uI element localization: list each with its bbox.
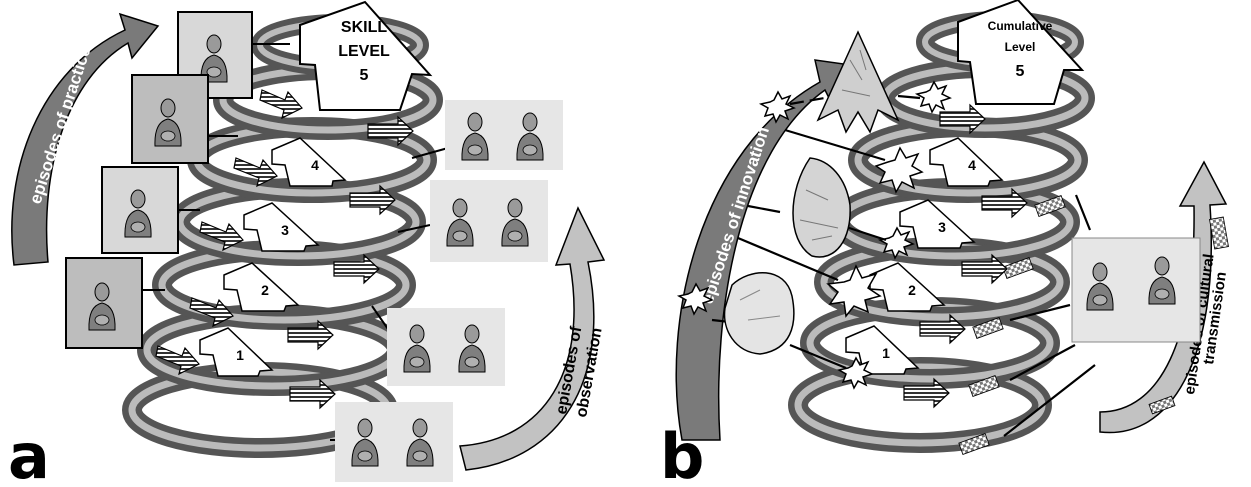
b-level-label-1: 1 (882, 345, 890, 361)
b-level-arrow-2: 2 (869, 262, 946, 312)
practitioner-portrait-3 (101, 166, 179, 254)
level-label-3: 3 (281, 222, 289, 238)
panel-b-connectors (711, 94, 1096, 437)
level-arrow-4: 4 (271, 137, 347, 187)
skill-arrow-line3: 5 (360, 67, 369, 84)
level-arrow-3: 3 (243, 202, 320, 252)
skill-arrow-line2: LEVEL (338, 43, 390, 60)
b-level-arrow-3: 3 (899, 199, 976, 249)
cumulative-arrow-line1: Cumulative (988, 19, 1053, 33)
b-level-label-4: 4 (968, 157, 976, 173)
transmission-image (1071, 237, 1201, 343)
handaxe-tool-image (792, 157, 851, 258)
cumulative-arrow-line2: Level (1005, 40, 1036, 54)
level-arrow-2: 2 (223, 262, 300, 312)
observer-pair-2 (430, 180, 548, 262)
skill-level-arrow: SKILL LEVEL 5 (299, 0, 433, 111)
b-level-arrow-4: 4 (929, 137, 1004, 187)
chopper-tool-image (723, 272, 795, 355)
level-arrow-1: 1 (199, 327, 274, 377)
panel-a: episodes of practice episodes of observa… (8, 0, 606, 487)
arrowhead-tool-image (816, 30, 900, 134)
b-level-label-3: 3 (938, 219, 946, 235)
practice-step-arrows (155, 89, 414, 410)
b-level-arrow-1: 1 (845, 325, 920, 375)
panel-b: episodes of innovation episodes of cultu… (660, 0, 1230, 487)
level-label-4: 4 (311, 157, 319, 173)
observer-pair-4 (335, 402, 453, 482)
cumulative-level-arrow: Cumulative Level 5 (957, 0, 1085, 105)
panel-b-letter: b (660, 420, 704, 487)
observer-pair-3 (387, 308, 505, 386)
practitioner-portrait-2 (131, 74, 209, 164)
observer-pair-1 (445, 100, 563, 170)
b-step-arrows (903, 103, 1028, 409)
cumulative-arrow-line3: 5 (1016, 63, 1025, 80)
panel-a-letter: a (8, 420, 50, 487)
innovation-bursts (676, 80, 952, 390)
level-label-2: 2 (261, 282, 269, 298)
level-label-1: 1 (236, 347, 244, 363)
practitioner-portrait-bottom (65, 257, 143, 349)
skill-arrow-line1: SKILL (341, 19, 387, 36)
transmission-marks (958, 195, 1229, 455)
b-level-label-2: 2 (908, 282, 916, 298)
